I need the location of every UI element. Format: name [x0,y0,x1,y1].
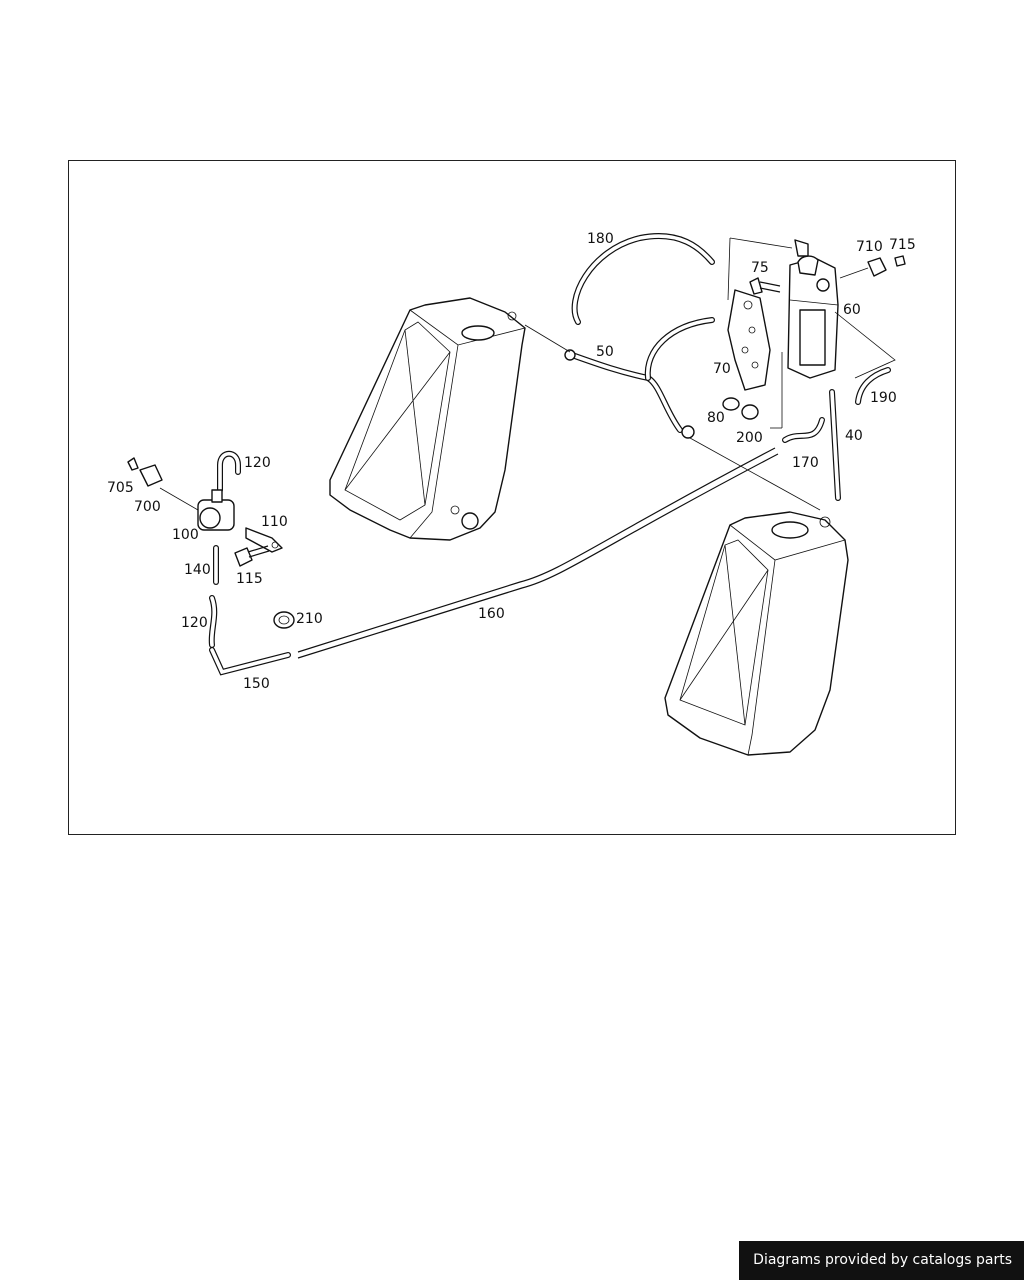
label-60: 60 [843,302,861,318]
label-180: 180 [587,231,614,247]
valve-100 [159,487,235,531]
label-160: 160 [478,606,505,622]
label-75: 75 [751,260,769,276]
label-170: 170 [792,455,819,471]
part-labels: 180 50 75 710 715 60 70 80 200 190 40 17… [107,231,916,692]
connector-700 [127,457,163,487]
label-140: 140 [184,562,211,578]
left-tank [329,297,526,541]
label-705: 705 [107,480,134,496]
bolt-115 [234,545,270,567]
label-110: 110 [261,514,288,530]
leader-lines [524,237,896,511]
hose-150 [209,647,291,676]
hose-120-upper [217,450,241,493]
label-100: 100 [172,527,199,543]
label-190: 190 [870,390,897,406]
fitting-80 [722,397,740,411]
hose-190 [855,367,891,405]
hose-170 [782,417,825,443]
diagram-frame [68,160,956,835]
label-50: 50 [596,344,614,360]
clamp-210 [273,611,295,629]
canister-60 [787,239,839,379]
bolt-75 [749,277,781,295]
hose-120-lower [208,595,218,648]
label-150: 150 [243,676,270,692]
label-200: 200 [736,430,763,446]
footer-credit: Diagrams provided by catalogs parts [739,1241,1024,1280]
line-160 [297,447,779,659]
label-115: 115 [236,571,263,587]
clamp-200 [741,404,759,420]
label-120-upper: 120 [244,455,271,471]
label-40: 40 [845,428,863,444]
label-80: 80 [707,410,725,426]
label-715: 715 [889,237,916,253]
bracket-110 [245,527,283,553]
hose-50 [564,317,715,439]
bracket-70 [727,289,771,391]
label-210: 210 [296,611,323,627]
label-120-lower: 120 [181,615,208,631]
label-710: 710 [856,239,883,255]
connector-710 [839,255,906,279]
right-tank [664,511,849,756]
label-700: 700 [134,499,161,515]
hose-40 [829,389,841,501]
label-70: 70 [713,361,731,377]
hose-180 [571,233,715,325]
